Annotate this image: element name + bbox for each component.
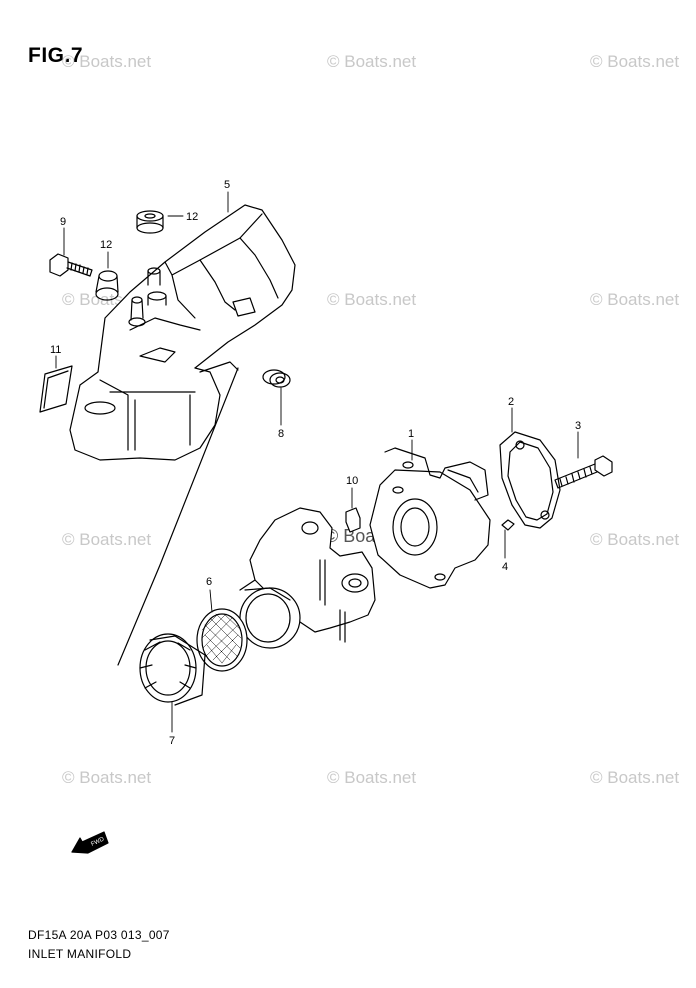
callout-6: 6 <box>206 576 212 588</box>
leader-lines <box>55 191 579 733</box>
watermark: © Boats.net <box>327 52 417 71</box>
part-5-silencer[interactable] <box>97 204 296 396</box>
part-12-grommet-left[interactable] <box>95 270 119 301</box>
fwd-arrow-icon: FWD <box>71 831 109 854</box>
callout-7: 7 <box>169 735 175 747</box>
callout-9: 9 <box>60 216 66 228</box>
watermark: © Boats.net <box>327 768 417 787</box>
callout-numbers: 5 12 9 12 11 8 1 2 3 4 10 6 7 <box>50 179 581 747</box>
watermark: © Boats.net <box>62 530 152 549</box>
part-7-hose[interactable] <box>139 633 206 706</box>
part-4-pin[interactable] <box>501 519 515 531</box>
watermark: © Boats.net <box>590 290 680 309</box>
silencer-lower-body <box>69 361 239 461</box>
fwd-label: FWD <box>90 836 106 847</box>
part-8-grommet[interactable] <box>262 369 291 388</box>
callout-8: 8 <box>278 428 284 440</box>
callout-5: 5 <box>224 179 230 191</box>
part-1-throttle-body[interactable] <box>369 447 491 589</box>
callout-3: 3 <box>575 420 581 432</box>
watermark: © Boats.net <box>327 290 417 309</box>
callout-10: 10 <box>346 475 358 487</box>
watermark: © Boats.net <box>590 530 680 549</box>
diagram-name: INLET MANIFOLD <box>28 947 132 961</box>
part-6-filter-screen[interactable] <box>196 608 248 672</box>
callout-4: 4 <box>502 561 508 573</box>
watermark: © Boats.net <box>62 768 152 787</box>
carburetor-body <box>239 507 376 649</box>
watermark: © Boats.net <box>590 768 680 787</box>
callout-11: 11 <box>50 344 61 356</box>
part-3-bolt[interactable] <box>554 455 613 489</box>
watermark: © Boats.net <box>62 52 152 71</box>
callout-2: 2 <box>508 396 514 408</box>
figure-title: FIG.7 <box>28 44 84 67</box>
part-10-block[interactable] <box>345 507 361 533</box>
part-11-pad[interactable] <box>39 365 73 413</box>
part-9-bolt[interactable] <box>49 253 93 277</box>
callout-1: 1 <box>408 428 414 440</box>
part-12-grommet-top[interactable] <box>136 210 164 234</box>
callout-12b: 12 <box>100 239 112 251</box>
diagram-code: DF15A 20A P03 013_007 <box>28 928 170 942</box>
part-2-gasket[interactable] <box>499 431 561 529</box>
watermark: © Boats.net <box>590 52 680 71</box>
callout-12a: 12 <box>186 211 198 223</box>
